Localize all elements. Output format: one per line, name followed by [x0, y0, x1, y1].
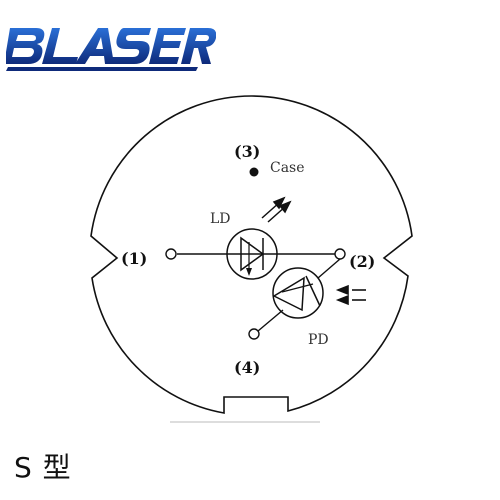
- photodiode-symbol: [272, 267, 324, 319]
- laser-diode-symbol: [226, 228, 278, 280]
- pin-4-label: (4): [234, 358, 260, 377]
- pin-2-label: (2): [349, 252, 375, 271]
- package-type-caption: S 型: [14, 451, 72, 484]
- pd-label: PD: [308, 332, 329, 348]
- emission-arrows-icon: [261, 196, 292, 223]
- case-dot: [249, 167, 259, 177]
- pin-1-label: (1): [121, 249, 147, 268]
- pin-3-label: (3): [234, 142, 260, 161]
- housing-outline: [90, 95, 413, 414]
- blaser-logo: [6, 28, 216, 71]
- incident-light-arrows-icon: [335, 284, 366, 306]
- case-label: Case: [270, 160, 305, 176]
- pin-2-terminal: [334, 248, 346, 260]
- ld-label: LD: [210, 211, 231, 227]
- pin-1-terminal: [165, 248, 177, 260]
- pin-4-terminal: [248, 328, 260, 340]
